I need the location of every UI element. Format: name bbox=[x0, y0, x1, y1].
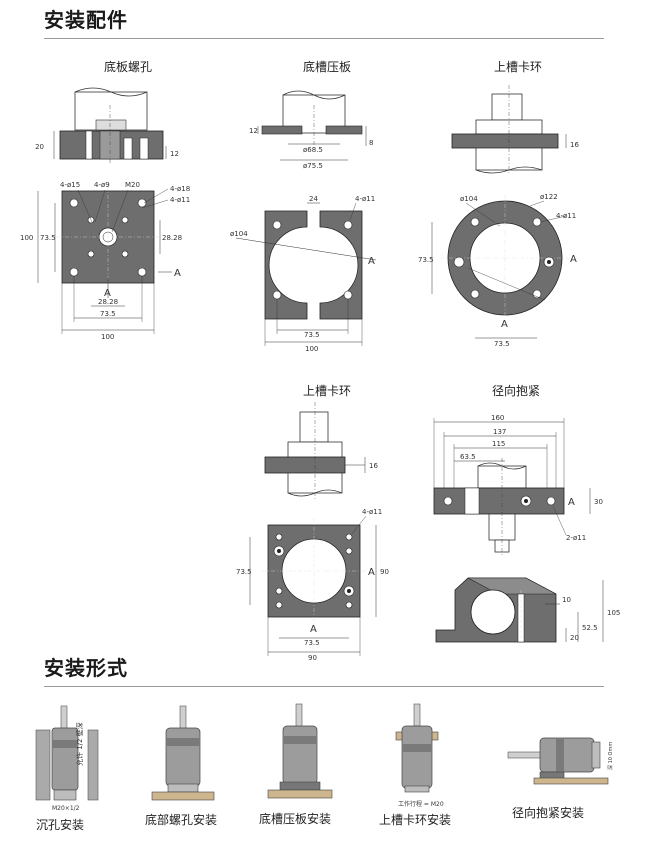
drawing-title-top-ring-1: 上槽卡环 bbox=[494, 60, 543, 74]
form-top-ring-illustration bbox=[395, 703, 439, 793]
dim-tr1-d122: ø122 bbox=[540, 193, 558, 201]
dim-bt-h20: 20 bbox=[35, 143, 44, 151]
form-note: 允许 1/2 壁深 bbox=[75, 722, 84, 766]
dim-rc-d105: 105 bbox=[607, 609, 620, 617]
dim-gp-t8: 8 bbox=[369, 139, 373, 147]
section-divider bbox=[44, 686, 604, 687]
dim-bt-d100-h: 100 bbox=[101, 333, 114, 341]
dim-tr1-d735-v: 73.5 bbox=[418, 256, 434, 264]
dim-bt-d100-v: 100 bbox=[20, 234, 33, 242]
section-title-forms: 安装形式 bbox=[44, 656, 128, 680]
form-caption-groove-plate: 底槽压板安装 bbox=[259, 812, 332, 826]
drawing-title-bottom-thread: 底板螺孔 bbox=[104, 60, 153, 74]
form-caption-counterbore: 沉孔安装 bbox=[36, 818, 85, 832]
dim-tr2-t16: 16 bbox=[369, 462, 378, 470]
form-counterbore-illustration bbox=[35, 705, 99, 801]
form-bottom-thread-illustration bbox=[151, 705, 215, 801]
drawing-title-groove-plate: 底槽压板 bbox=[303, 60, 352, 74]
section-mark-a: A bbox=[310, 624, 317, 635]
dim-rc-d115: 115 bbox=[492, 440, 505, 448]
dim-bt-d2828-v: 28.28 bbox=[162, 234, 182, 242]
dim-rc-d20: 20 bbox=[570, 634, 579, 642]
dim-bt-holes-c: 4-ø18 bbox=[170, 185, 190, 193]
dim-rc-d525: 52.5 bbox=[582, 624, 598, 632]
dim-tr2-d90-h: 90 bbox=[308, 654, 317, 662]
dim-bt-holes-d: 4-ø11 bbox=[170, 196, 190, 204]
form-caption-top-ring: 上槽卡环安装 bbox=[379, 813, 452, 827]
dim-gp-d735: 73.5 bbox=[304, 331, 320, 339]
section-mark-a: A bbox=[568, 497, 575, 508]
section-mark-a: A bbox=[368, 256, 375, 267]
form-note: 深 10 Omm bbox=[607, 742, 614, 770]
form-note: 工作行程 = M20 bbox=[398, 800, 444, 808]
dim-gp-d104: ø104 bbox=[230, 230, 248, 238]
drawing-title-top-ring-2: 上槽卡环 bbox=[303, 384, 352, 398]
dim-rc-d635: 63.5 bbox=[460, 453, 476, 461]
dim-rc-d160: 160 bbox=[491, 414, 504, 422]
dim-rc-d10: 10 bbox=[562, 596, 571, 604]
dim-gp-w24: 24 bbox=[309, 195, 318, 203]
dim-gp-holes: 4-ø11 bbox=[355, 195, 375, 203]
section-mark-a: A bbox=[368, 567, 375, 578]
dim-gp-d755: ø75.5 bbox=[303, 162, 323, 170]
dim-bt-d735-v: 73.5 bbox=[40, 234, 56, 242]
dim-rc-d30: 30 bbox=[594, 498, 603, 506]
dim-tr1-d104: ø104 bbox=[460, 195, 478, 203]
dim-bt-holes-b: 4-ø9 bbox=[94, 181, 110, 189]
dim-tr2-d735-h: 73.5 bbox=[304, 639, 320, 647]
dim-bt-holes-a: 4-ø15 bbox=[60, 181, 80, 189]
drawing-title-radial-clamp: 径向抱紧 bbox=[492, 384, 541, 398]
dim-gp-d685: ø68.5 bbox=[303, 146, 323, 154]
form-caption-radial-clamp: 径向抱紧安装 bbox=[512, 806, 585, 820]
dim-rc-d137: 137 bbox=[493, 428, 506, 436]
section-mark-a: A bbox=[104, 288, 111, 299]
dim-bt-d2828-h: 28.28 bbox=[98, 298, 118, 306]
section-mark-a: A bbox=[501, 319, 508, 330]
section-mark-a: A bbox=[570, 254, 577, 265]
dim-gp-t12: 12 bbox=[249, 127, 258, 135]
section-mark-a: A bbox=[174, 268, 181, 279]
dim-tr1-t16: 16 bbox=[570, 141, 579, 149]
dim-tr1-d735-h: 73.5 bbox=[494, 340, 510, 348]
dim-tr2-holes: 4-ø11 bbox=[362, 508, 382, 516]
form-radial-clamp-illustration bbox=[507, 737, 609, 785]
section-title-accessories: 安装配件 bbox=[44, 8, 128, 32]
dim-bt-h12: 12 bbox=[170, 150, 179, 158]
dim-bt-thread: M20 bbox=[125, 181, 140, 189]
dim-tr2-d90-v: 90 bbox=[380, 568, 389, 576]
form-groove-plate-illustration bbox=[267, 703, 333, 799]
dim-tr1-holes: 4-ø11 bbox=[556, 212, 576, 220]
dim-bt-d735-h: 73.5 bbox=[100, 310, 116, 318]
form-note: M20×1/2 bbox=[52, 805, 80, 812]
dim-tr2-d735-v: 73.5 bbox=[236, 568, 252, 576]
section-divider bbox=[44, 38, 604, 39]
dim-gp-d100: 100 bbox=[305, 345, 318, 353]
dim-rc-holes: 2-ø11 bbox=[566, 534, 586, 542]
form-caption-bottom-thread: 底部螺孔安装 bbox=[145, 813, 218, 827]
